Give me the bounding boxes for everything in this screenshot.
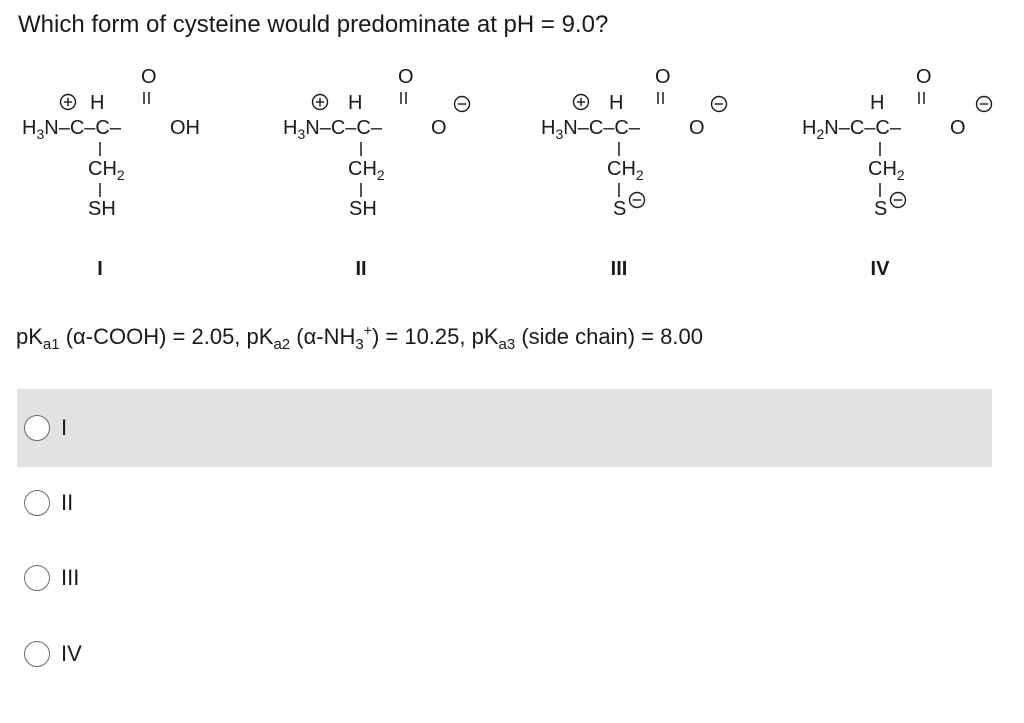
option-iii[interactable]: III: [17, 539, 992, 617]
positive-charge-icon: [59, 93, 77, 111]
pka-values: pKa1 (α-COOH) = 2.05, pKa2 (α-NH3+) = 10…: [16, 322, 703, 353]
thiolate-label: S: [613, 198, 626, 220]
amine-group-label: H3N–C–C–: [22, 117, 122, 142]
question-text: Which form of cysteine would predominate…: [18, 11, 609, 38]
amine-group-label: H3N–C–C–: [283, 117, 383, 142]
alpha-h-label: H: [90, 92, 104, 114]
positive-charge-icon: [311, 93, 329, 111]
alpha-h-label: H: [609, 92, 623, 114]
carboxylate-o-label: O: [689, 117, 705, 139]
ch2-label: CH2: [88, 158, 125, 183]
option-ii[interactable]: II: [17, 464, 992, 542]
structure-numeral: IV: [871, 258, 891, 280]
option-iv[interactable]: IV: [17, 615, 992, 693]
radio-button-iii[interactable]: [24, 565, 50, 591]
positive-charge-icon: [572, 93, 590, 111]
structure-numeral: II: [355, 258, 366, 280]
thiol-label: SH: [349, 198, 377, 220]
radio-button-i[interactable]: [24, 415, 50, 441]
option-label: II: [61, 490, 74, 515]
carboxyl-end-label: OH: [170, 117, 200, 139]
negative-charge-icon: [710, 95, 728, 113]
ch2-label: CH2: [607, 158, 644, 183]
radio-button-iv[interactable]: [24, 641, 50, 667]
structure-numeral: III: [611, 258, 628, 280]
thiol-label: SH: [88, 198, 116, 220]
carbonyl-o-label: O: [916, 66, 932, 88]
negative-charge-icon: [975, 95, 993, 113]
carbonyl-o-label: O: [141, 66, 157, 88]
carbonyl-o-label: O: [655, 66, 671, 88]
ch2-label: CH2: [348, 158, 385, 183]
amine-group-label: H3N–C–C–: [541, 117, 641, 142]
structure-2: H O H3N–C–C– O CH2 SH II: [283, 66, 471, 280]
alpha-h-label: H: [348, 92, 362, 114]
carboxylate-o-label: O: [431, 117, 447, 139]
cysteine-structures: H O H3N–C–C– OH CH2 SH I H O H3N–C–C– O …: [0, 62, 1024, 287]
structure-1: H O H3N–C–C– OH CH2 SH I: [22, 66, 200, 280]
option-label: III: [61, 565, 80, 590]
ch2-label: CH2: [868, 158, 905, 183]
structure-3: H O H3N–C–C– O CH2 S III: [541, 66, 728, 280]
amine-group-label: H2N–C–C–: [802, 117, 902, 142]
option-label: IV: [61, 641, 82, 666]
structure-numeral: I: [97, 258, 103, 280]
thiolate-label: S: [874, 198, 887, 220]
option-label: I: [61, 415, 68, 440]
negative-charge-icon: [628, 191, 646, 209]
carboxylate-o-label: O: [950, 117, 966, 139]
option-i[interactable]: I: [17, 389, 992, 467]
carbonyl-o-label: O: [398, 66, 414, 88]
negative-charge-icon: [889, 191, 907, 209]
negative-charge-icon: [453, 95, 471, 113]
alpha-h-label: H: [870, 92, 884, 114]
radio-button-ii[interactable]: [24, 490, 50, 516]
structure-4: H O H2N–C–C– O CH2 S IV: [802, 66, 993, 280]
